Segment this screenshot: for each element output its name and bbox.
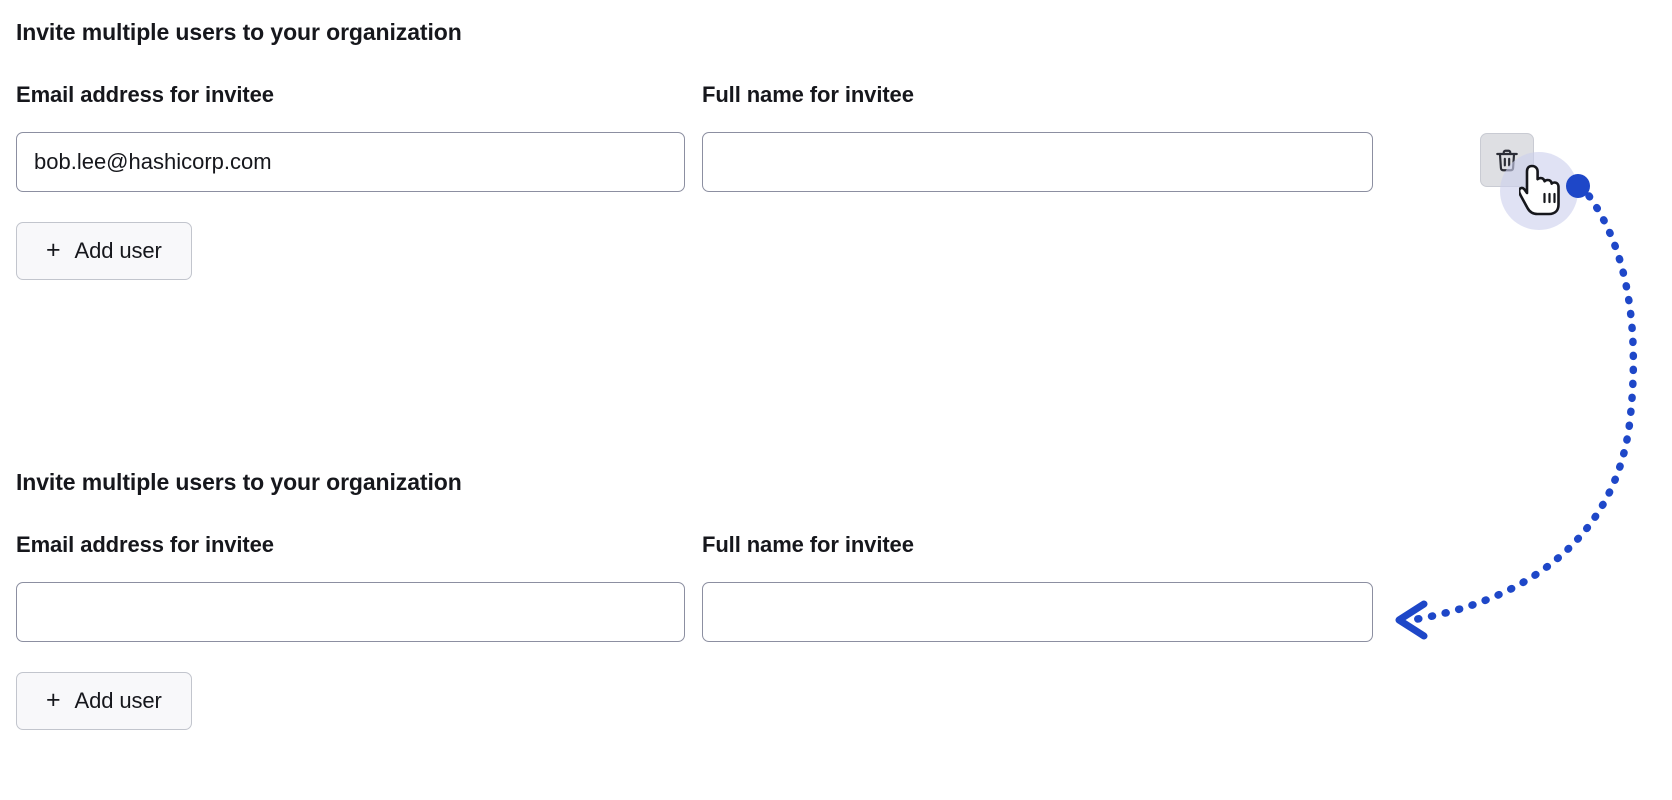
annotation-start-dot — [1566, 174, 1590, 198]
fullname-field-label: Full name for invitee — [702, 82, 914, 107]
page-title: Invite multiple users to your organizati… — [16, 19, 462, 45]
add-user-button[interactable]: + Add user — [16, 222, 192, 280]
add-user-label-2: Add user — [74, 688, 162, 713]
plus-icon: + — [46, 235, 61, 264]
plus-icon-2: + — [46, 685, 61, 714]
page-title-2: Invite multiple users to your organizati… — [16, 469, 462, 495]
email-field-label: Email address for invitee — [16, 82, 274, 107]
trash-icon — [1494, 147, 1520, 174]
add-user-button-2[interactable]: + Add user — [16, 672, 192, 730]
fullname-field-label-2: Full name for invitee — [702, 532, 914, 557]
fullname-input[interactable] — [702, 132, 1373, 192]
add-user-label: Add user — [74, 238, 162, 263]
email-input[interactable] — [16, 132, 685, 192]
fullname-input-2[interactable] — [702, 582, 1373, 642]
delete-row-button[interactable] — [1480, 133, 1534, 187]
email-field-label-2: Email address for invitee — [16, 532, 274, 557]
email-input-2[interactable] — [16, 582, 685, 642]
